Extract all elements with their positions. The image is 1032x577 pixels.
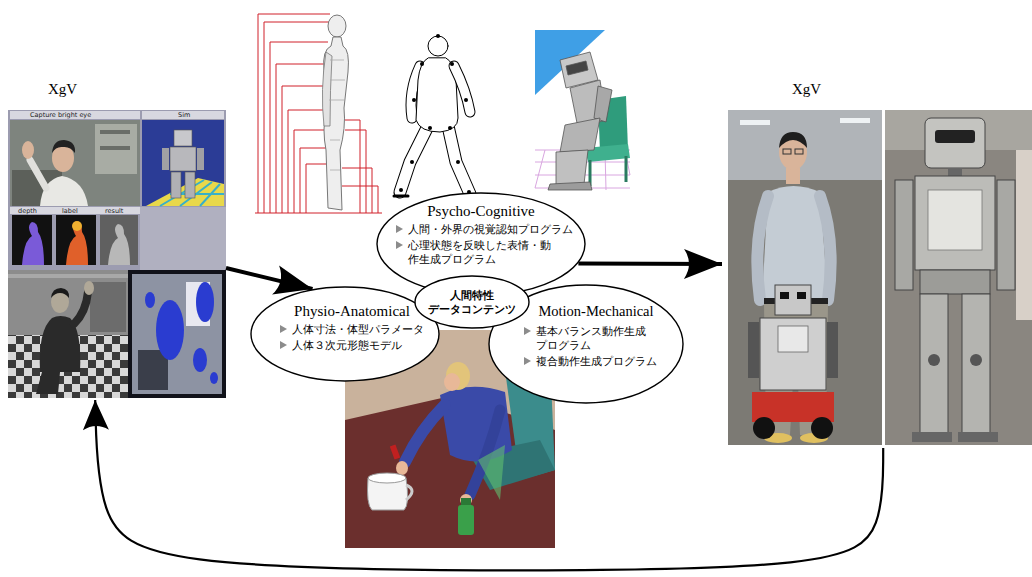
body-dimension-figure: [255, 14, 382, 213]
screen-label: label: [62, 207, 78, 215]
walking-figure: [394, 34, 480, 198]
bullet-text: 基本バランス動作生成プログラム: [536, 324, 646, 352]
bullet-marker: [524, 357, 531, 365]
robot-photo: [728, 110, 882, 445]
panel-heading: XgV: [792, 80, 821, 98]
flow-arrow: [95, 400, 883, 570]
screen-label: Capture bright eye: [30, 111, 91, 119]
bullet-marker: [280, 325, 287, 333]
flow-arrow: [226, 268, 313, 289]
bullet-text: 人体３次元形態モデル: [292, 338, 402, 352]
bullet-text: 人体寸法・体型パラメータ: [292, 322, 424, 336]
robot-simulation: [535, 30, 630, 190]
bullet-marker: [524, 327, 531, 335]
bullet-marker: [280, 341, 287, 349]
bullet-marker: [396, 241, 403, 249]
panel-heading: XgV: [48, 80, 77, 98]
bullet-text: 複合動作生成プログラム: [536, 354, 657, 368]
camera-photo: [8, 270, 226, 398]
photo-panel: XgV: [722, 78, 1032, 448]
category-title: Psycho-Cognitive: [427, 202, 535, 220]
category-title: Motion-Mechanical: [538, 302, 653, 320]
screen-label: depth: [18, 207, 37, 215]
bullet-marker: [396, 225, 403, 233]
core-label: 人間特性 データコンテンツ: [418, 288, 526, 316]
category-title: Physio-Anatomical: [294, 302, 410, 320]
flow-arrow: [578, 261, 722, 266]
screen-label: result: [105, 207, 123, 215]
photo-panel: XgV: [8, 78, 226, 400]
bullet-text: 人間・外界の視覚認知プログラム: [408, 222, 573, 236]
category-ellipse: Physio-Anatomical 人体寸法・体型パラメータ人体３次元形態モデル: [250, 286, 440, 382]
humanoid-photo: [885, 110, 1032, 445]
bullet-text: 心理状態を反映した表情・動作生成プログラム: [408, 238, 560, 266]
ellipse-outline: [414, 275, 530, 329]
core-ellipse: 人間特性 データコンテンツ: [414, 275, 530, 329]
vision-screenshot: [8, 110, 226, 270]
screen-label: Sim: [178, 111, 190, 119]
